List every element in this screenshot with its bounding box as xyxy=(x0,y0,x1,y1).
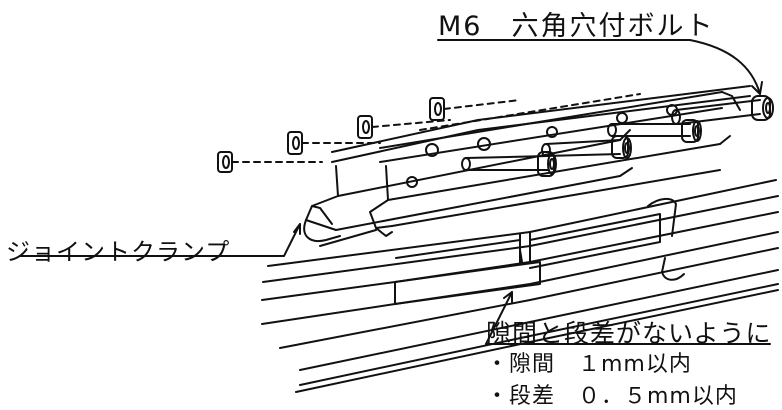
hex-socket-bolts xyxy=(406,95,774,188)
joint-clamp-rails xyxy=(19,85,751,257)
gap-tolerance-item: ・隙間 １mm以内 xyxy=(486,352,692,377)
lower-rail-assembly xyxy=(261,179,779,393)
annotation-leaders xyxy=(437,39,771,345)
hex-nuts xyxy=(217,97,521,173)
step-tolerance-item: ・段差 ０．５mm以内 xyxy=(486,384,738,409)
bolt-label: M6 六角穴付ボルト xyxy=(438,11,715,42)
joint-clamp-label: ジョイントクランプ xyxy=(6,238,231,266)
alignment-note-title: 隙間と段差がないように xyxy=(486,319,772,348)
